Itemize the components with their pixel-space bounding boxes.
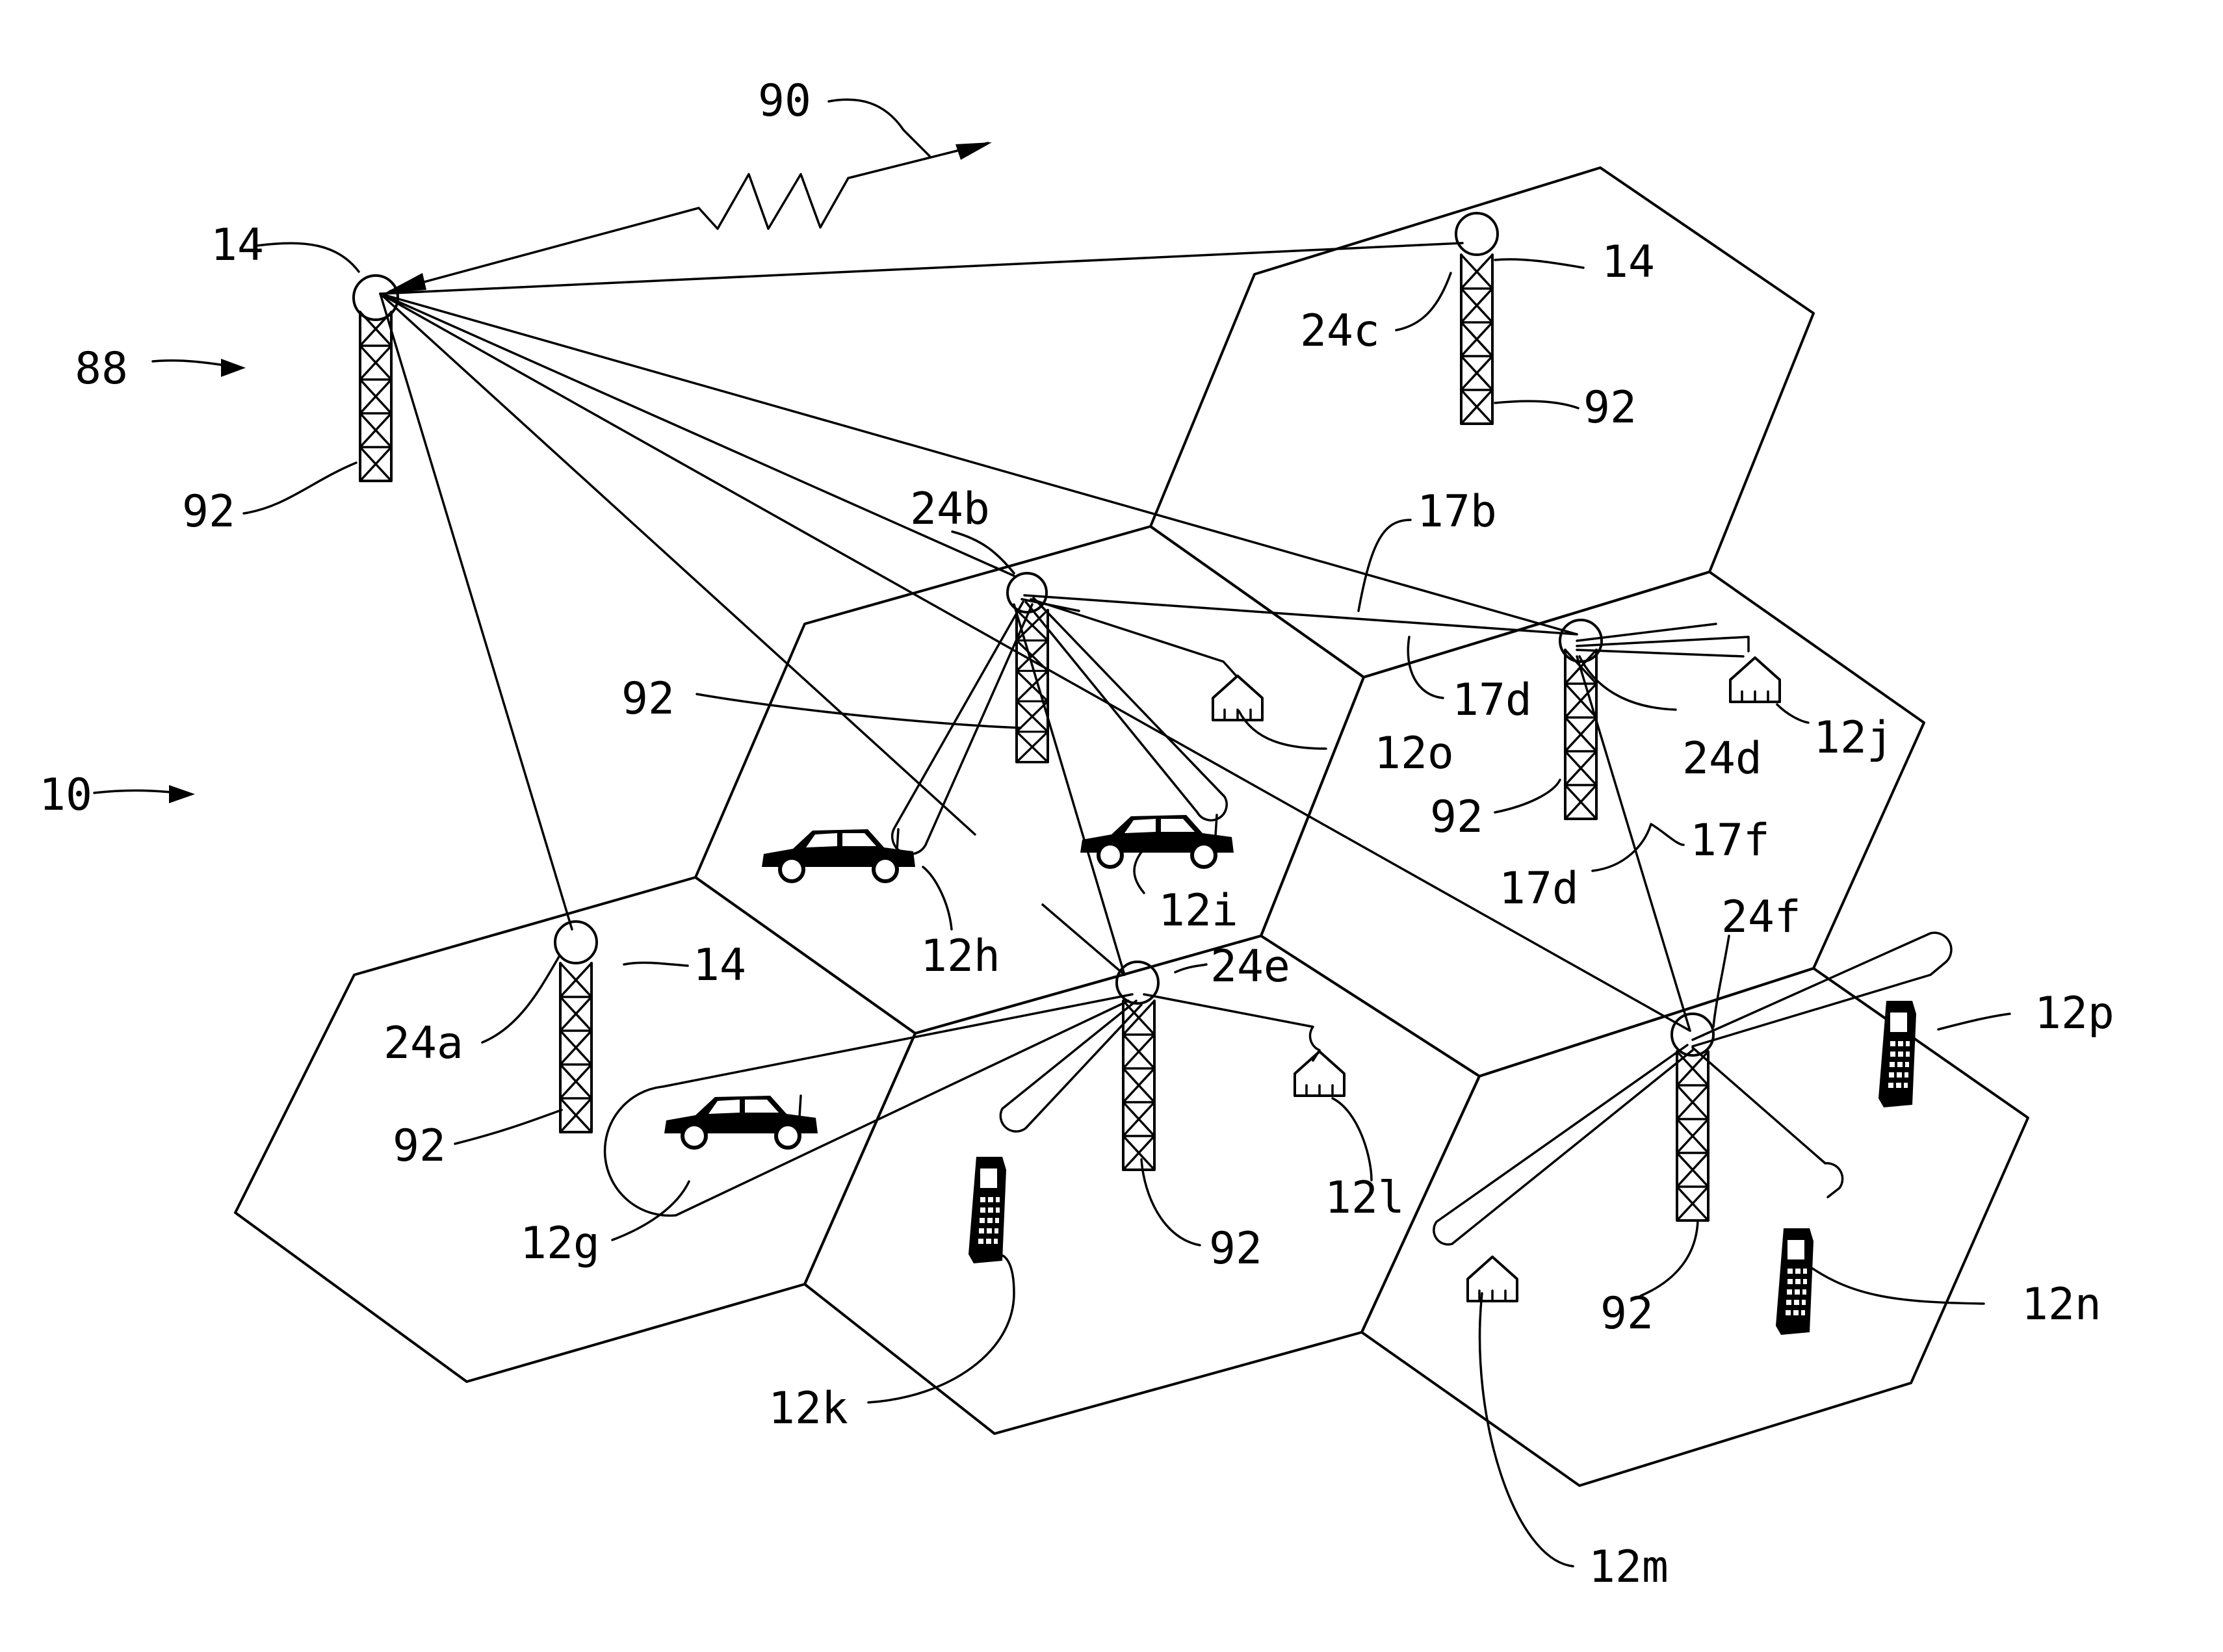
link-hub-24a: [380, 294, 572, 929]
house-icon: [1730, 658, 1780, 702]
tower-24e-icon: [1123, 1001, 1154, 1170]
uplink-arrow: [384, 142, 992, 294]
subscriber-12n-label: 12n: [2022, 1279, 2101, 1330]
cell-a-tower-label: 92: [393, 1120, 446, 1172]
link-24b-24d: [1024, 595, 1577, 634]
hub-antenna-label: 14: [211, 220, 264, 271]
antenna-24a-icon: [555, 922, 597, 963]
cell-c-station-label: 24c: [1300, 305, 1380, 357]
uplink-label: 90: [758, 75, 811, 127]
house-icon: [1213, 676, 1262, 720]
link-hub-24e: [380, 294, 975, 834]
cellphone-icon: [968, 1157, 1006, 1263]
link-17f-label: 17f: [1690, 815, 1770, 866]
house-icon: [1468, 1257, 1517, 1301]
link-17d-upper-label: 17d: [1452, 675, 1532, 726]
car-icon: [1080, 815, 1234, 867]
cell-b-tower-label: 92: [621, 673, 675, 725]
cell-a-antenna-label: 14: [693, 940, 746, 991]
subscriber-12i-label: 12i: [1158, 885, 1238, 936]
tower-24c-icon: [1461, 255, 1492, 424]
cell-d-station-label: 24d: [1682, 733, 1762, 784]
subscriber-12g-label: 12g: [520, 1218, 600, 1269]
house-icon: [1295, 1052, 1344, 1096]
labels: 90 14 88 92 14 24c 92 24b 17b 92 10 17d …: [39, 75, 2114, 1593]
link-24b-24e: [1014, 604, 1124, 975]
subscriber-12h-label: 12h: [920, 931, 1000, 982]
antenna-24c-icon: [1456, 213, 1498, 255]
antenna-24b-icon: [1008, 573, 1046, 612]
antenna-24e-icon: [1117, 962, 1158, 1003]
tower-24a-icon: [560, 963, 592, 1132]
cell-c-antenna-label: 14: [1602, 237, 1655, 288]
subscriber-12k-label: 12k: [768, 1383, 848, 1434]
subscriber-12o-label: 12o: [1374, 728, 1454, 779]
cell-c-tower-label: 92: [1583, 382, 1637, 433]
cell-f-tower-label: 92: [1600, 1288, 1654, 1339]
cell-b-station-label: 24b: [910, 484, 990, 535]
car-icon: [664, 1096, 818, 1148]
cell-d-tower-label: 92: [1430, 792, 1483, 843]
link-24d-24f: [1577, 656, 1690, 1031]
link-17b-label: 17b: [1417, 486, 1497, 537]
hub-tower-icon: [360, 312, 391, 481]
subscriber-12p-label: 12p: [2034, 988, 2114, 1039]
cell-a-station-label: 24a: [384, 1018, 463, 1069]
link-hub-24d: [380, 294, 1577, 634]
hub-tower-label: 92: [182, 486, 235, 537]
tower-24f-icon: [1677, 1052, 1708, 1220]
tower-24b-icon: [1017, 610, 1048, 762]
subscriber-12l-label: 12l: [1325, 1172, 1405, 1224]
cellphone-icon: [1776, 1228, 1814, 1335]
subscriber-12m-label: 12m: [1589, 1542, 1669, 1593]
towers: [360, 255, 1708, 1220]
cell-f-station-label: 24f: [1721, 892, 1801, 943]
cell-e-tower-label: 92: [1209, 1223, 1262, 1274]
link-17d-lower-label: 17d: [1499, 863, 1579, 914]
cell-e-station-label: 24e: [1210, 941, 1290, 992]
subscriber-12j-label: 12j: [1814, 712, 1893, 764]
system-label: 88: [75, 343, 128, 394]
figure-label: 10: [39, 769, 92, 821]
